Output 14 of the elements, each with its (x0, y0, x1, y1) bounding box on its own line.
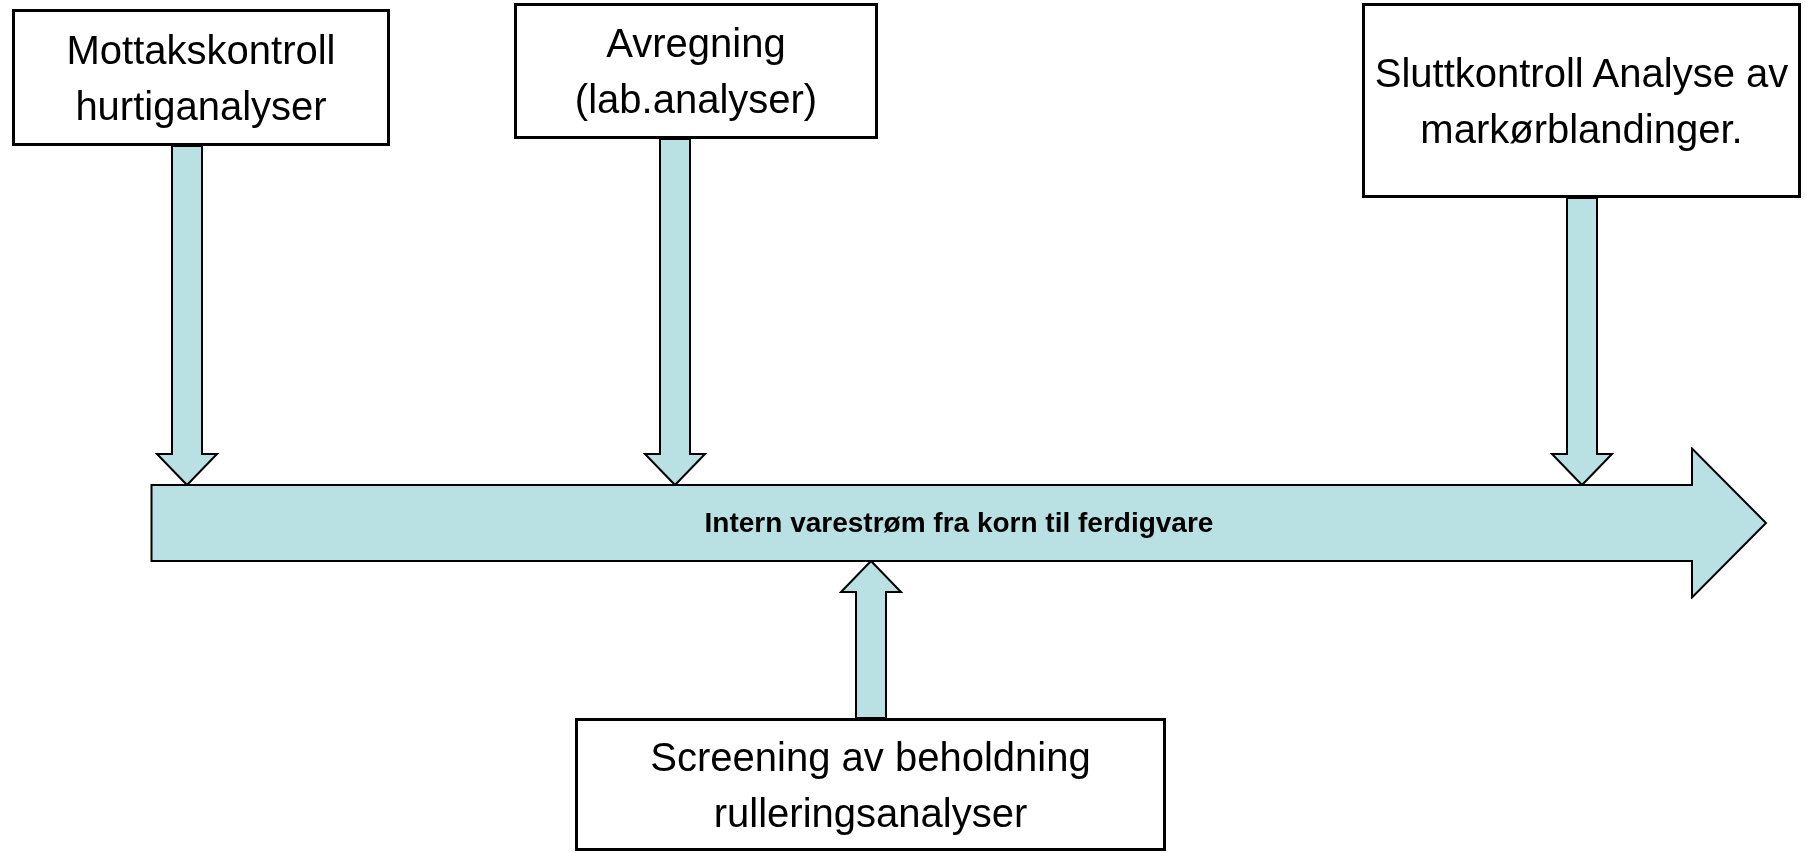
arrow-label: Intern varestrøm fra korn til ferdigvare (703, 506, 1215, 540)
box-label: Sluttkontroll Analyse av markørblandinger. (1373, 49, 1790, 153)
block-arrow (154, 145, 220, 487)
text-box (1362, 3, 1801, 198)
block-arrow (838, 559, 904, 719)
block-arrow-shape (150, 447, 1768, 599)
block-arrow (642, 138, 708, 487)
text-box (12, 9, 390, 146)
box-label: Screening av beholdning rulleringsanalyser (649, 733, 1092, 837)
text-box (575, 718, 1166, 851)
box-label: Avregning (lab.analyser) (573, 20, 819, 123)
text-box (514, 3, 878, 139)
box-label: Mottakskontroll hurtiganalyser (65, 26, 337, 130)
block-arrow (1549, 197, 1615, 487)
